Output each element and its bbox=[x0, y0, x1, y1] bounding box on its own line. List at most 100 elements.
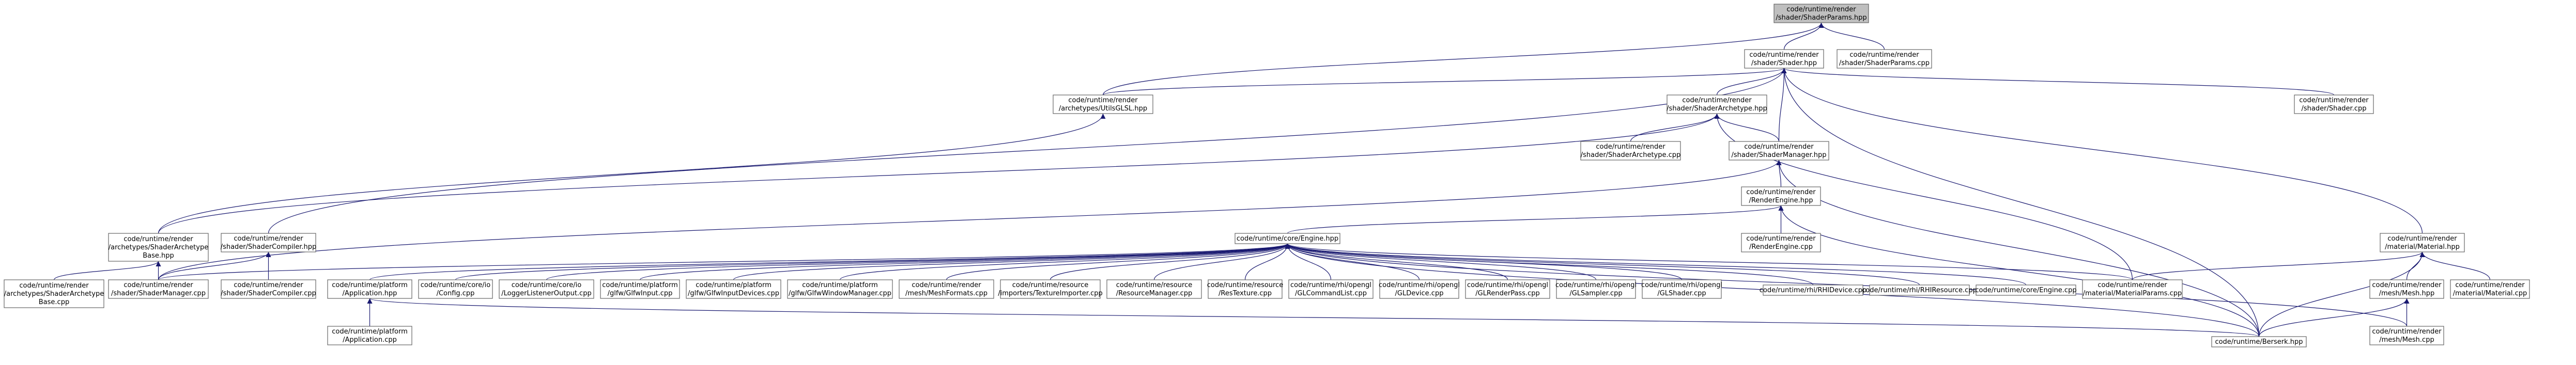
graph-node-gldevice-cpp[interactable]: code/runtime/rhi/opengl/GLDevice.cpp bbox=[1379, 279, 1460, 299]
graph-node-application-cpp[interactable]: code/runtime/platform/Application.cpp bbox=[327, 326, 412, 345]
graph-node-glrenderpass-cpp[interactable]: code/runtime/rhi/opengl/GLRenderPass.cpp bbox=[1465, 279, 1550, 299]
graph-node-renderengine-cpp[interactable]: code/runtime/render/RenderEngine.cpp bbox=[1741, 233, 1821, 252]
edge-engine-hpp-to-renderengine-hpp bbox=[1287, 205, 1784, 234]
node-box bbox=[787, 279, 893, 299]
graph-node-shaderparams-cpp[interactable]: code/runtime/render/shader/ShaderParams.… bbox=[1837, 49, 1932, 69]
graph-node-archbase-hpp[interactable]: code/runtime/render/archetypes/ShaderArc… bbox=[108, 233, 209, 262]
node-label-line: code/runtime/resource bbox=[1116, 281, 1193, 289]
node-label-line: /archetypes/UtilsGLSL.hpp bbox=[1059, 105, 1147, 113]
graph-node-glsampler-cpp[interactable]: code/runtime/rhi/opengl/GLSampler.cpp bbox=[1555, 279, 1637, 299]
graph-node-restexture-cpp[interactable]: code/runtime/resource/ResTexture.cpp bbox=[1207, 279, 1284, 299]
graph-node-shaderarchetype-cpp[interactable]: code/runtime/render/shader/ShaderArchety… bbox=[1580, 141, 1681, 161]
node-label-line: code/runtime/core/io bbox=[421, 281, 490, 289]
node-box bbox=[1773, 4, 1869, 23]
graph-node-shaderparams-hpp[interactable]: code/runtime/render/shader/ShaderParams.… bbox=[1773, 4, 1869, 23]
node-label-line: /GLDevice.cpp bbox=[1395, 290, 1444, 297]
node-label-line: code/runtime/platform bbox=[696, 281, 772, 289]
edge-berserk-hpp-to-renderengine-hpp bbox=[1778, 205, 2260, 337]
edge-material-hpp-to-shader-hpp bbox=[1781, 68, 2423, 234]
edge-shadermanager-cpp-to-engine-hpp bbox=[158, 243, 1290, 280]
node-label-line: /shader/ShaderParams.hpp bbox=[1776, 14, 1867, 22]
graph-node-mesh-cpp[interactable]: code/runtime/render/mesh/Mesh.cpp bbox=[2369, 326, 2444, 345]
node-box bbox=[899, 279, 994, 299]
graph-node-rhidevice-cpp[interactable]: code/runtime/rhi/RHIDevice.cpp bbox=[1760, 284, 1867, 296]
edge-utilsglsl-hpp-to-shader-hpp bbox=[1102, 68, 1786, 96]
node-box bbox=[1208, 279, 1283, 299]
node-box bbox=[327, 279, 412, 299]
node-label-line: /shader/Shader.hpp bbox=[1751, 59, 1817, 67]
graph-node-material-hpp[interactable]: code/runtime/render/material/Material.hp… bbox=[2380, 233, 2465, 252]
node-label-line: code/runtime/core/Engine.cpp bbox=[1975, 287, 2076, 294]
node-label-line: code/runtime/Berserk.hpp bbox=[2215, 338, 2303, 346]
graph-node-shadercompiler-hpp[interactable]: code/runtime/render/shader/ShaderCompile… bbox=[221, 233, 317, 252]
node-label-line: code/runtime/render bbox=[234, 281, 303, 289]
node-label-line: code/runtime/render bbox=[234, 235, 303, 243]
graph-node-config-cpp[interactable]: code/runtime/core/io/Config.cpp bbox=[418, 279, 493, 299]
graph-node-meshformats-cpp[interactable]: code/runtime/render/mesh/MeshFormats.cpp bbox=[899, 279, 994, 299]
graph-node-textureimporter-cpp[interactable]: code/runtime/resource/importers/TextureI… bbox=[998, 279, 1103, 299]
edge-glsampler-cpp-to-engine-hpp bbox=[1285, 243, 1597, 280]
graph-node-archbase-cpp[interactable]: code/runtime/render/archetypes/ShaderArc… bbox=[4, 279, 104, 308]
node-box bbox=[221, 279, 316, 299]
graph-node-shaderarchetype-hpp[interactable]: code/runtime/render/shader/ShaderArchety… bbox=[1667, 94, 1767, 114]
node-box bbox=[1000, 279, 1101, 299]
graph-node-berserk-hpp[interactable]: code/runtime/Berserk.hpp bbox=[2211, 336, 2307, 347]
edge-berserk-hpp-to-shader-hpp bbox=[1781, 68, 2260, 337]
node-label-line: /glfw/GlfwWindowManager.cpp bbox=[789, 290, 891, 297]
edge-berserk-hpp-to-material-hpp bbox=[2258, 251, 2425, 337]
node-label-line: code/runtime/platform bbox=[332, 281, 408, 289]
graph-node-mesh-hpp[interactable]: code/runtime/render/mesh/Mesh.hpp bbox=[2369, 279, 2444, 299]
edge-material-cpp-to-material-hpp bbox=[2419, 251, 2491, 280]
node-box bbox=[327, 326, 412, 345]
graph-node-shadercompiler-cpp[interactable]: code/runtime/render/shader/ShaderCompile… bbox=[221, 279, 316, 299]
graph-node-shader-cpp[interactable]: code/runtime/render/shader/Shader.cpp bbox=[2294, 94, 2374, 114]
node-box bbox=[1235, 233, 1340, 244]
graph-node-shadermanager-hpp[interactable]: code/runtime/render/shader/ShaderManager… bbox=[1729, 141, 1829, 161]
edge-berserk-hpp-to-mesh-hpp bbox=[2258, 298, 2410, 337]
graph-node-glfwinputdevices-cpp[interactable]: code/runtime/platform/glfw/GlfwInputDevi… bbox=[686, 279, 781, 299]
node-label-line: /glfw/GlfwInput.cpp bbox=[608, 290, 673, 297]
node-label-line: /mesh/Mesh.hpp bbox=[2379, 290, 2435, 297]
graph-node-application-hpp[interactable]: code/runtime/platform/Application.hpp bbox=[327, 279, 412, 299]
graph-node-shadermanager-cpp[interactable]: code/runtime/render/shader/ShaderManager… bbox=[108, 279, 209, 299]
node-label-line: code/runtime/render bbox=[1746, 235, 1816, 243]
node-label-line: /shader/ShaderArchetype.cpp bbox=[1581, 151, 1681, 159]
node-label-line: code/runtime/render bbox=[1749, 51, 1819, 59]
edge-utilsglsl-hpp-to-shaderparams-hpp bbox=[1102, 22, 1824, 96]
node-box bbox=[499, 279, 594, 299]
graph-node-materialparams-cpp[interactable]: code/runtime/render/material/MaterialPar… bbox=[2082, 279, 2183, 299]
graph-node-shader-hpp[interactable]: code/runtime/render/shader/Shader.hpp bbox=[1744, 49, 1824, 69]
edge-config-cpp-to-engine-hpp bbox=[455, 243, 1290, 280]
graph-node-renderengine-hpp[interactable]: code/runtime/render/RenderEngine.hpp bbox=[1741, 186, 1821, 206]
node-label-line: code/runtime/rhi/opengl bbox=[1641, 281, 1722, 289]
node-label-line: code/runtime/render bbox=[1849, 51, 1919, 59]
node-box bbox=[1741, 233, 1821, 252]
node-label-line: code/runtime/render bbox=[2372, 328, 2442, 336]
edge-archbase-cpp-to-archbase-hpp bbox=[53, 261, 161, 280]
node-label-line: code/runtime/render bbox=[912, 281, 981, 289]
graph-node-rhiresource-cpp[interactable]: code/runtime/rhi/RHIResource.cpp bbox=[1862, 284, 1977, 296]
edge-rhiresource-cpp-to-engine-hpp bbox=[1285, 243, 1920, 285]
node-box bbox=[1744, 49, 1824, 69]
graph-node-glfwwindowmanager-cpp[interactable]: code/runtime/platform/glfw/GlfwWindowMan… bbox=[787, 279, 893, 299]
node-label-line: /shader/ShaderManager.cpp bbox=[111, 290, 206, 297]
node-box bbox=[221, 233, 316, 252]
node-label-line: /mesh/MeshFormats.cpp bbox=[905, 290, 988, 297]
graph-node-engine-cpp[interactable]: code/runtime/core/Engine.cpp bbox=[1975, 284, 2077, 296]
graph-node-utilsglsl-hpp[interactable]: code/runtime/render/archetypes/UtilsGLSL… bbox=[1053, 94, 1153, 114]
node-label-line: code/runtime/render bbox=[1596, 143, 1665, 151]
graph-node-engine-hpp[interactable]: code/runtime/core/Engine.hpp bbox=[1235, 233, 1340, 244]
edge-restexture-cpp-to-engine-hpp bbox=[1244, 243, 1290, 280]
graph-node-loggerlistener-cpp[interactable]: code/runtime/core/io/LoggerListenerOutpu… bbox=[499, 279, 594, 299]
graph-node-glfwinput-cpp[interactable]: code/runtime/platform/glfw/GlfwInput.cpp bbox=[600, 279, 680, 299]
node-label-line: code/runtime/rhi/opengl bbox=[1555, 281, 1637, 289]
graph-node-glshader-cpp[interactable]: code/runtime/rhi/opengl/GLShader.cpp bbox=[1641, 279, 1722, 299]
graph-node-glcommandlist-cpp[interactable]: code/runtime/rhi/opengl/GLCommandList.cp… bbox=[1288, 279, 1374, 299]
graph-node-material-cpp[interactable]: code/runtime/render/material/Material.cp… bbox=[2450, 279, 2530, 299]
node-box bbox=[2450, 279, 2530, 299]
node-box bbox=[1106, 279, 1202, 299]
graph-node-resourcemanager-cpp[interactable]: code/runtime/resource/ResourceManager.cp… bbox=[1106, 279, 1202, 299]
node-label-line: /shader/Shader.cpp bbox=[2302, 105, 2367, 113]
node-label-line: code/runtime/rhi/opengl bbox=[1379, 281, 1460, 289]
node-box bbox=[2369, 326, 2444, 345]
